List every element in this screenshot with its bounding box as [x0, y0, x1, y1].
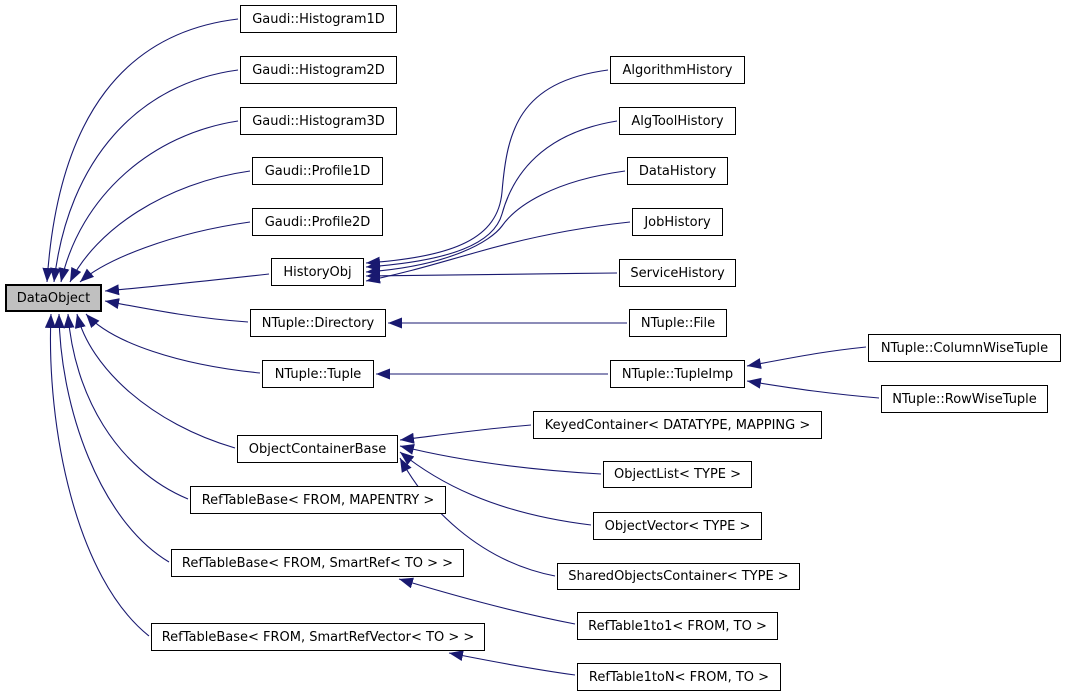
inheritance-edge-reftable1ton--reftablebase_smartrefvector	[448, 650, 576, 676]
inheritance-edge-reftablebase_mapentry--dataobject	[63, 313, 189, 500]
inheritance-edge-reftablebase_smartref--dataobject	[53, 313, 170, 563]
class-node-profile1d[interactable]: Gaudi::Profile1D	[252, 157, 383, 185]
class-node-reftable1ton[interactable]: RefTable1toN< FROM, TO >	[577, 663, 781, 691]
class-node-histogram1d[interactable]: Gaudi::Histogram1D	[240, 5, 397, 33]
class-node-objectvector[interactable]: ObjectVector< TYPE >	[593, 512, 762, 540]
class-node-reftablebase_smartref[interactable]: RefTableBase< FROM, SmartRef< TO > >	[171, 549, 464, 577]
inheritance-edge-objectcontainerbase--dataobject	[74, 313, 236, 449]
inheritance-edge-algtoolhistory--historyobj	[365, 120, 618, 272]
class-node-ntuple_columnwisetuple[interactable]: NTuple::ColumnWiseTuple	[868, 334, 1061, 362]
class-node-profile2d[interactable]: Gaudi::Profile2D	[252, 208, 383, 236]
inheritance-edge-objectlist--objectcontainerbase	[399, 444, 602, 475]
class-node-sharedobjectscontainer[interactable]: SharedObjectsContainer< TYPE >	[557, 563, 800, 590]
inheritance-edge-histogram2d--dataobject	[50, 69, 239, 283]
inheritance-edge-profile2d--dataobject	[79, 221, 251, 283]
class-node-algorithmhistory[interactable]: AlgorithmHistory	[610, 56, 745, 84]
inheritance-edge-ntuple_rowwisetuple--ntuple_tupleimp	[746, 377, 880, 399]
class-node-historyobj[interactable]: HistoryObj	[271, 258, 364, 286]
class-node-servicehistory[interactable]: ServiceHistory	[619, 259, 736, 287]
inheritance-edge-keyedcontainer--objectcontainerbase	[399, 424, 532, 444]
class-node-reftablebase_smartrefvector[interactable]: RefTableBase< FROM, SmartRefVector< TO >…	[151, 623, 485, 651]
class-node-ntuple_rowwisetuple[interactable]: NTuple::RowWiseTuple	[881, 385, 1048, 413]
inheritance-edge-jobhistory--historyobj	[365, 221, 631, 284]
inheritance-edge-ntuple_columnwisetuple--ntuple_tupleimp	[746, 346, 867, 369]
inheritance-edge-histogram3d--dataobject	[58, 120, 239, 283]
inheritance-edge-ntuple_tuple--dataobject	[85, 313, 261, 374]
inheritance-edge-datahistory--historyobj	[365, 170, 626, 277]
class-node-reftable1to1[interactable]: RefTable1to1< FROM, TO >	[577, 612, 778, 640]
inheritance-edge-historyobj--dataobject	[104, 273, 270, 296]
inheritance-edge-ntuple_directory--dataobject	[104, 298, 249, 323]
class-node-histogram3d[interactable]: Gaudi::Histogram3D	[240, 107, 397, 135]
inheritance-edge-reftablebase_smartrefvector--dataobject	[44, 313, 150, 637]
class-node-ntuple_directory[interactable]: NTuple::Directory	[250, 309, 386, 337]
inheritance-edge-algorithmhistory--historyobj	[365, 69, 609, 268]
inheritance-edge-sharedobjectscontainer--objectcontainerbase	[399, 457, 556, 577]
inheritance-edge-objectvector--objectcontainerbase	[399, 451, 592, 526]
class-node-jobhistory[interactable]: JobHistory	[632, 208, 723, 236]
class-node-ntuple_tuple[interactable]: NTuple::Tuple	[262, 360, 374, 388]
class-node-datahistory[interactable]: DataHistory	[627, 157, 728, 185]
inheritance-edge-profile1d--dataobject	[69, 170, 251, 283]
class-node-objectlist[interactable]: ObjectList< TYPE >	[603, 461, 752, 488]
class-node-objectcontainerbase[interactable]: ObjectContainerBase	[237, 435, 398, 463]
class-node-dataobject: DataObject	[5, 284, 102, 312]
inheritance-edge-histogram1d--dataobject	[42, 18, 239, 283]
class-node-histogram2d[interactable]: Gaudi::Histogram2D	[240, 56, 397, 84]
class-node-ntuple_file[interactable]: NTuple::File	[629, 309, 727, 337]
class-node-ntuple_tupleimp[interactable]: NTuple::TupleImp	[610, 360, 745, 388]
inheritance-edge-reftable1to1--reftablebase_smartref	[398, 577, 576, 625]
class-node-keyedcontainer[interactable]: KeyedContainer< DATATYPE, MAPPING >	[533, 411, 822, 439]
class-node-algtoolhistory[interactable]: AlgToolHistory	[619, 107, 736, 135]
class-node-reftablebase_mapentry[interactable]: RefTableBase< FROM, MAPENTRY >	[190, 486, 446, 514]
inheritance-edge-servicehistory--historyobj	[365, 270, 618, 282]
